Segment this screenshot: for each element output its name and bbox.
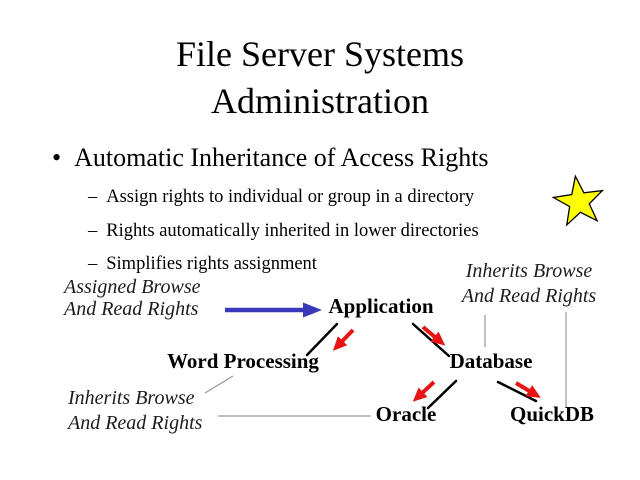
node-application: Application bbox=[328, 294, 434, 318]
inherit-arrow-icon-wordprocessing bbox=[332, 328, 355, 351]
sub-bullet-3-text: Simplifies rights assignment bbox=[106, 254, 317, 274]
dash-marker: – bbox=[88, 221, 98, 241]
bullet-level1-text: Automatic Inheritance of Access Rights bbox=[74, 143, 489, 172]
assign-rights-arrow-icon bbox=[225, 302, 322, 318]
label-inherits-bottom-line-2: And Read Rights bbox=[68, 412, 203, 434]
node-database: Database bbox=[449, 349, 533, 373]
bullet-marker: • bbox=[52, 143, 62, 172]
callout-line-bottom-to-wordprocessing bbox=[204, 375, 234, 394]
label-assigned-rights: Assigned Browse And Read Rights bbox=[64, 276, 200, 320]
node-word-processing: Word Processing bbox=[167, 349, 319, 373]
label-assigned-line-1: Assigned Browse bbox=[64, 276, 201, 298]
title-line-2: Administration bbox=[211, 81, 429, 121]
bullet-level1: • Automatic Inheritance of Access Rights bbox=[52, 143, 489, 173]
edge-database-quickdb bbox=[496, 380, 538, 403]
inherit-arrow-icon-database bbox=[421, 325, 446, 346]
sub-bullet-3: – Simplifies rights assignment bbox=[88, 254, 317, 275]
node-oracle: Oracle bbox=[375, 402, 437, 426]
node-quickdb: QuickDB bbox=[509, 402, 595, 426]
inherit-arrow-icon-quickdb bbox=[514, 381, 541, 398]
edge-application-database bbox=[411, 322, 451, 358]
label-inherits-rights-bottom: Inherits Browse And Read Rights bbox=[68, 386, 202, 436]
label-inherits-top-line-1: Inherits Browse bbox=[465, 260, 593, 282]
sub-bullet-1-text: Assign rights to individual or group in … bbox=[106, 187, 475, 207]
title-line-1: File Server Systems bbox=[176, 34, 464, 74]
dash-marker: – bbox=[88, 254, 98, 274]
sub-bullet-2-text: Rights automatically inherited in lower … bbox=[106, 221, 479, 241]
label-assigned-line-2: And Read Rights bbox=[64, 298, 199, 320]
dash-marker: – bbox=[88, 187, 98, 207]
sub-bullet-2: – Rights automatically inherited in lowe… bbox=[88, 221, 479, 242]
label-inherits-rights-top: Inherits Browse And Read Rights bbox=[462, 259, 596, 309]
label-inherits-top-line-2: And Read Rights bbox=[461, 285, 597, 307]
star-icon bbox=[551, 174, 605, 227]
slide-title: File Server Systems Administration bbox=[0, 31, 640, 125]
label-inherits-bottom-line-1: Inherits Browse bbox=[68, 387, 195, 409]
assign-arrow-head bbox=[303, 302, 322, 318]
sub-bullet-1: – Assign rights to individual or group i… bbox=[88, 187, 474, 208]
